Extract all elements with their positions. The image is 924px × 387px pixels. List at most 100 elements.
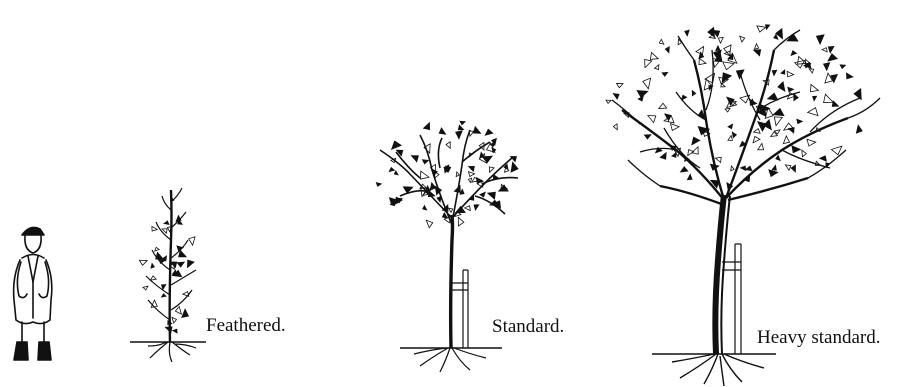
leaf-mark [479, 151, 485, 159]
leaf-mark [473, 204, 480, 212]
leaf-mark [827, 53, 839, 62]
leaf-mark [459, 120, 467, 126]
leaf-mark [855, 124, 863, 134]
leaf-mark [702, 130, 711, 137]
leaf-mark [775, 154, 781, 162]
leaf-mark [815, 126, 822, 132]
leaf-mark [709, 179, 720, 189]
leaf-mark [773, 33, 779, 40]
leaf-mark [709, 163, 720, 171]
leaf-mark [720, 82, 726, 88]
leaf-mark [782, 122, 795, 131]
leaf-mark [808, 68, 815, 74]
leaf-mark [142, 285, 149, 291]
leaf-mark [723, 50, 732, 57]
leaf-mark [410, 155, 419, 163]
leaf-mark [790, 164, 796, 173]
leaf-mark [491, 147, 497, 154]
leaf-mark [681, 94, 688, 101]
leaf-mark [739, 94, 751, 104]
leaf-mark [786, 33, 799, 42]
leaf-mark [796, 118, 804, 125]
leaf-mark [447, 207, 454, 214]
leaf-mark [402, 186, 414, 194]
leaf-mark [181, 308, 190, 318]
leaf-mark [801, 149, 808, 158]
leaf-mark [724, 107, 731, 113]
leaf-mark [722, 61, 735, 71]
leaf-mark [463, 205, 471, 212]
leaf-mark [187, 259, 195, 269]
leaf-mark [812, 95, 818, 102]
leaf-mark [756, 142, 765, 151]
leaf-mark [731, 100, 738, 107]
leaf-mark [806, 138, 817, 147]
leaf-mark [430, 168, 438, 177]
leaf-mark [390, 140, 403, 151]
leaf-mark [425, 219, 434, 229]
leaf-mark [171, 328, 178, 334]
caption-heavy-standard: Heavy standard. [757, 327, 880, 348]
leaf-mark [768, 169, 779, 178]
leaf-mark [708, 33, 717, 39]
leaf-mark [704, 72, 716, 84]
leaf-mark [138, 259, 149, 266]
leaf-mark [459, 188, 465, 195]
leaf-mark [423, 143, 431, 154]
leaf-mark [787, 86, 795, 93]
leaf-mark [150, 299, 158, 309]
leaf-mark [181, 290, 190, 297]
leaf-mark [653, 63, 660, 71]
leaf-mark [763, 118, 772, 131]
leaf-mark [727, 53, 734, 61]
leaf-mark [765, 24, 771, 31]
leaf-mark [822, 62, 831, 72]
leaf-mark [853, 87, 862, 101]
leaf-mark [818, 155, 827, 162]
leaf-mark [839, 64, 847, 70]
leaf-mark [455, 171, 460, 178]
leaf-mark [438, 127, 447, 135]
leaf-mark [150, 262, 155, 269]
leaf-mark [443, 167, 449, 174]
leaf-mark [793, 59, 806, 69]
caption-feathered: Feathered. [206, 315, 286, 336]
leaf-mark [421, 190, 429, 197]
leaf-mark [806, 107, 819, 117]
leaf-mark [738, 35, 746, 43]
leaf-mark [677, 38, 683, 46]
leaf-mark [713, 52, 723, 63]
leaf-mark [786, 91, 796, 100]
leaf-mark [752, 128, 761, 134]
leaf-mark [845, 72, 854, 80]
leaf-mark [478, 141, 485, 151]
person-scale-figure [12, 226, 53, 361]
leaf-mark [762, 79, 770, 86]
leaf-mark [823, 93, 835, 103]
leaf-mark [830, 145, 843, 156]
feathered-tree-drawing [130, 187, 206, 363]
leaf-mark [171, 316, 178, 324]
leaf-mark [717, 36, 724, 45]
leaf-mark [730, 165, 735, 172]
leaf-mark [636, 90, 649, 99]
leaf-mark [637, 95, 644, 102]
leaf-mark [691, 136, 701, 146]
leaf-mark [166, 226, 173, 233]
leaf-mark [395, 149, 404, 157]
leaf-mark [436, 195, 442, 203]
leaf-mark [491, 137, 497, 146]
leaf-mark [169, 261, 178, 269]
leaf-mark [457, 124, 465, 131]
leaf-mark [687, 148, 695, 157]
leaf-mark [169, 196, 175, 203]
leaf-mark [468, 130, 475, 138]
leaf-mark [472, 125, 482, 134]
leaf-mark [758, 103, 771, 114]
leaf-mark [453, 184, 461, 193]
leaf-mark [755, 105, 762, 113]
leaf-mark [786, 70, 795, 78]
leaf-mark [467, 171, 476, 178]
support-stake-standard [452, 269, 469, 348]
leaf-mark [753, 42, 760, 50]
